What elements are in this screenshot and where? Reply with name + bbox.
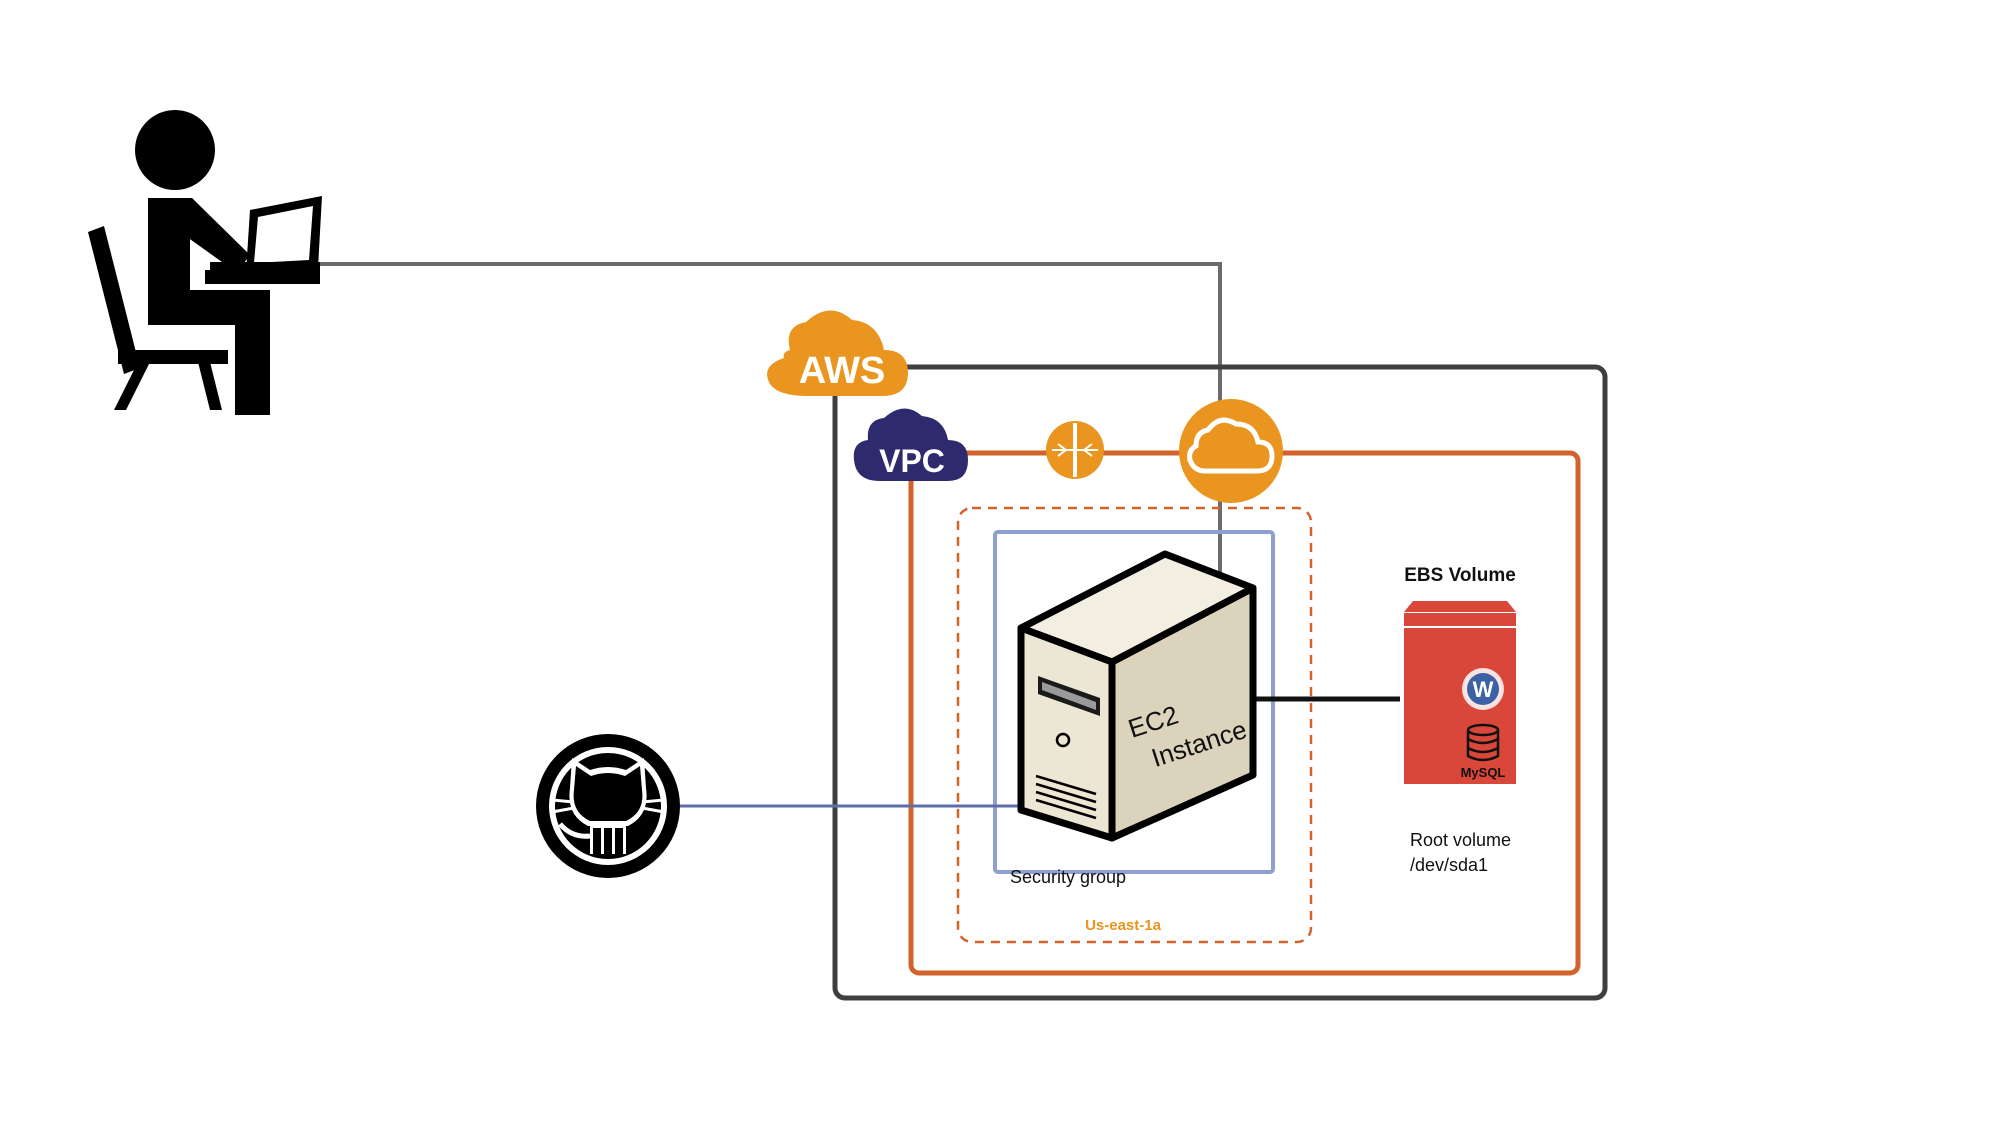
vpc-label: VPC <box>879 443 945 479</box>
availability-zone-label: Us-east-1a <box>1085 917 1162 934</box>
availability-zone-boundary <box>956 506 1313 944</box>
security-group-boundary <box>993 530 1275 874</box>
wordpress-icon: W <box>1462 668 1504 710</box>
root-volume-label: Root volume <box>1410 830 1511 850</box>
aws-label: AWS <box>799 350 886 392</box>
svg-text:W: W <box>1473 677 1494 702</box>
mysql-label: MySQL <box>1461 765 1506 780</box>
internet-gateway-icon <box>1179 399 1283 503</box>
security-group-label: Security group <box>1010 867 1126 887</box>
mysql-database-icon <box>1466 723 1500 762</box>
aws-boundary <box>832 364 1608 1001</box>
github-octocat-icon <box>536 734 680 878</box>
vpc-cloud-icon: VPC <box>853 408 968 481</box>
root-device-label: /dev/sda1 <box>1410 855 1488 875</box>
vpc-router-icon <box>1046 421 1104 479</box>
ebs-volume-icon: W MySQL <box>1404 601 1516 784</box>
user-at-laptop-icon <box>88 110 322 415</box>
aws-cloud-icon: AWS <box>767 310 908 396</box>
ebs-volume-title: EBS Volume <box>1404 565 1516 586</box>
ec2-server-icon: EC2 Instance <box>1017 550 1257 842</box>
